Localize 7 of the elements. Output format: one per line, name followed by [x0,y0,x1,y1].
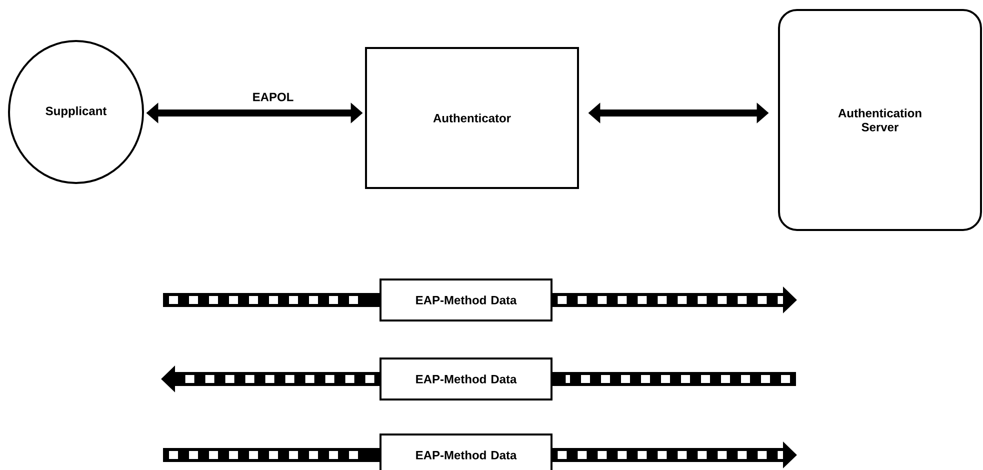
process-box: Authenticator [365,47,579,189]
data-box: EAP-Method Data [380,434,552,470]
edge-label: EAPOL [251,92,295,102]
server-box: Authentication Server [778,9,982,231]
data-box: EAP-Method Data [380,358,552,400]
ellipse-node: Supplicant [8,40,144,184]
data-box: EAP-Method Data [380,278,552,322]
